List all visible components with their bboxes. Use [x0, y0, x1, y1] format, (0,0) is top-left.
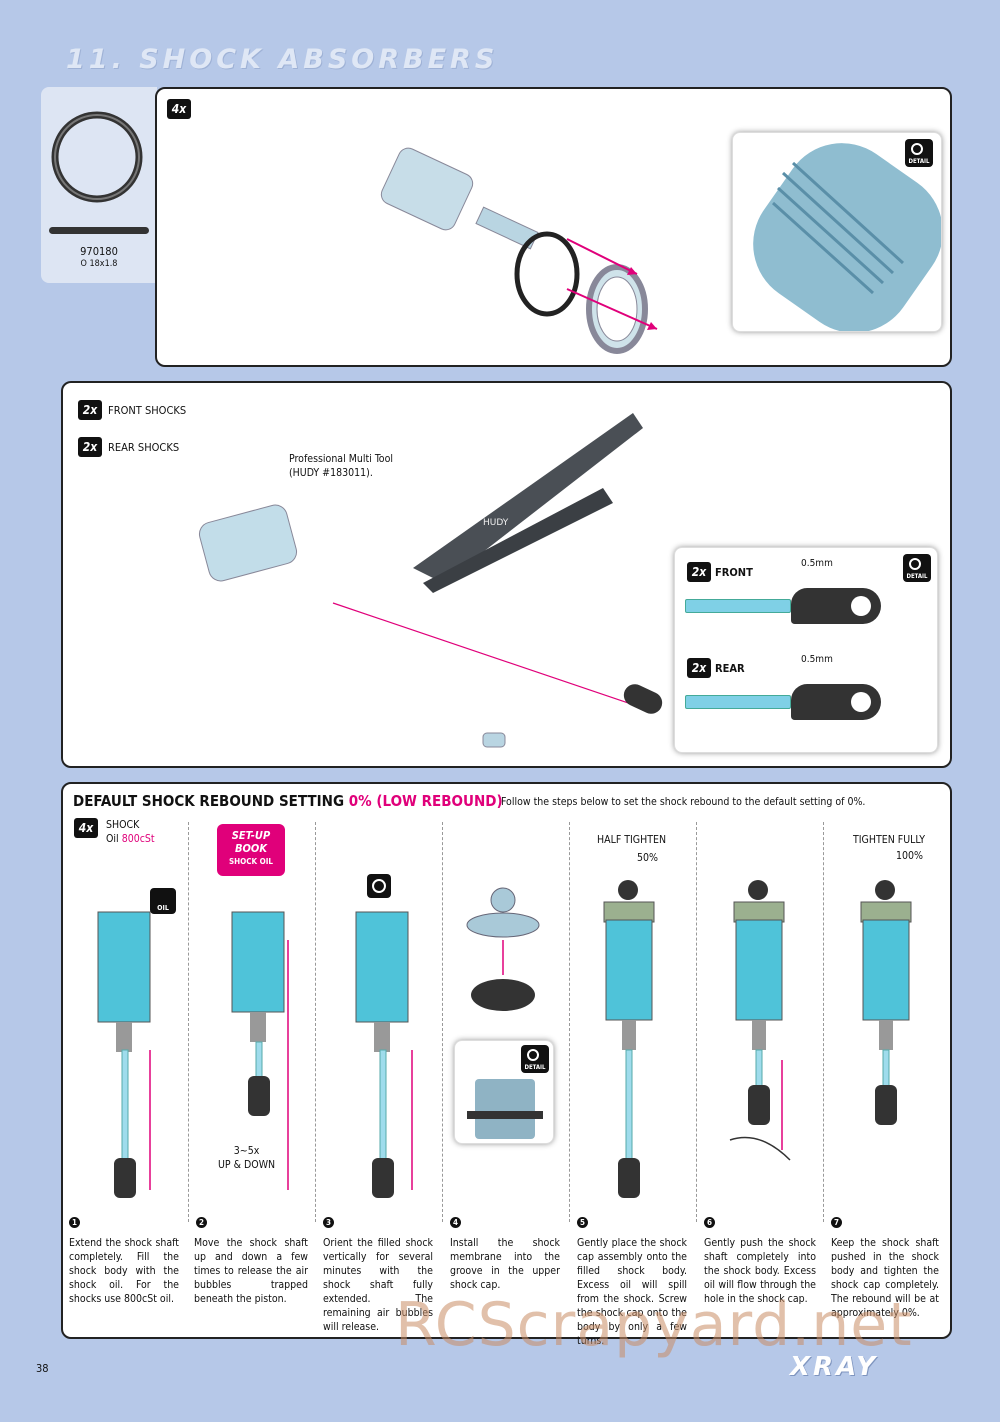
step-text: Install the shock membrane into the groo… — [450, 1237, 560, 1291]
front-shocks-row: 2x FRONT SHOCKS — [78, 400, 186, 420]
qty-badge: 4x — [167, 99, 191, 119]
step-divider — [823, 822, 824, 1222]
shock-collar-panel: 4x DETAIL — [155, 87, 952, 367]
multi-tool-illustration: HUDY — [198, 413, 663, 748]
rear-detail-row: 2x REAR — [687, 658, 745, 678]
oil-bottle-icon: OIL — [150, 888, 176, 914]
step-divider — [188, 822, 189, 1222]
rear-detail-label: REAR — [715, 661, 745, 675]
timer-icon — [367, 874, 391, 898]
half-tighten-label: HALF TIGHTEN — [597, 834, 667, 846]
shock-shaft-panel: 2x FRONT SHOCKS 2x REAR SHOCKS Professio… — [61, 381, 952, 768]
rear-shocks-row: 2x REAR SHOCKS — [78, 437, 179, 457]
updown-label: 3~5x UP & DOWN — [218, 1145, 276, 1171]
brand-logo: XRAY — [790, 1352, 879, 1382]
svg-text:HUDY: HUDY — [483, 518, 509, 528]
collar-detail-illustration — [753, 143, 941, 331]
shock-step1 — [97, 911, 151, 1198]
front-detail-row: 2x FRONT — [687, 562, 753, 582]
step-divider — [442, 822, 443, 1222]
step-number: 6 — [704, 1217, 715, 1228]
step-number: 1 — [69, 1217, 80, 1228]
step-number: 4 — [450, 1217, 461, 1228]
step-text: Extend the shock shaft completely. Fill … — [69, 1237, 179, 1305]
shock-step3 — [355, 911, 413, 1198]
shock-step7 — [860, 880, 912, 1125]
collar-assembly-illustration — [380, 147, 658, 354]
step-text: Keep the shock shaft pushed in the shock… — [831, 1237, 939, 1319]
page-number: 38 — [36, 1362, 49, 1375]
front-detail-label: FRONT — [715, 565, 753, 579]
watermark: RCScrapyard.net — [395, 1290, 913, 1360]
rebound-setting-panel: DEFAULT SHOCK REBOUND SETTING 0% (LOW RE… — [61, 782, 952, 1339]
step-divider — [696, 822, 697, 1222]
qty-badge-front: 2x — [78, 400, 102, 420]
rebound-subtitle: Follow the steps below to set the shock … — [501, 796, 866, 808]
step-number: 2 — [196, 1217, 207, 1228]
tool-label: Professional Multi Tool (HUDY #183011). — [289, 453, 393, 479]
rear-rod-end — [791, 684, 881, 720]
oring-part-card: 970180 O 18x1.8 — [41, 87, 157, 283]
step-text: Move the shock shaft up and down a few t… — [194, 1237, 308, 1305]
step-text: Gently push the shock shaft completely i… — [704, 1237, 816, 1305]
step-number: 7 — [831, 1217, 842, 1228]
front-rod-end — [791, 588, 881, 624]
membrane-detail-box: DETAIL — [454, 1040, 554, 1144]
step-text: Gently place the shock cap assembly onto… — [577, 1237, 687, 1347]
shock-step4 — [466, 887, 540, 1011]
oring-part-desc: O 18x1.8 — [80, 259, 118, 269]
section-title: 11. SHOCK ABSORBERS — [66, 44, 499, 75]
shock-oil-spec: 4x SHOCK Oil 800cSt — [74, 818, 155, 846]
collar-detail-box: DETAIL — [732, 132, 942, 332]
step-divider — [569, 822, 570, 1222]
rod-end-detail-box: DETAIL 2x FRONT 0.5mm 2x REAR 0.5mm — [674, 547, 938, 753]
rebound-title: DEFAULT SHOCK REBOUND SETTING 0% (LOW RE… — [73, 792, 503, 810]
half-tighten-percent: 50% — [637, 852, 658, 864]
shock-steps-illustrations — [97, 880, 912, 1198]
front-shaft — [685, 599, 791, 613]
shock-step6 — [729, 880, 791, 1161]
detail-icon: DETAIL — [521, 1045, 549, 1073]
oring-illustration — [49, 111, 149, 234]
rear-shocks-label: REAR SHOCKS — [108, 440, 180, 454]
rear-gap-label: 0.5mm — [801, 654, 833, 665]
rear-shaft — [685, 695, 791, 709]
detail-icon: DETAIL — [905, 139, 933, 167]
step-number: 3 — [323, 1217, 334, 1228]
qty-badge-rear: 2x — [78, 437, 102, 457]
step-number: 5 — [577, 1217, 588, 1228]
step-divider — [315, 822, 316, 1222]
detail-icon: DETAIL — [903, 554, 931, 582]
shock-step5 — [603, 880, 655, 1198]
step-text: Orient the filled shock vertically for s… — [323, 1237, 433, 1333]
front-gap-label: 0.5mm — [801, 558, 833, 569]
oring-part-number: 970180 — [80, 245, 118, 258]
front-shocks-label: FRONT SHOCKS — [108, 403, 187, 417]
setup-book-badge: SET-UP BOOK SHOCK OIL — [217, 824, 285, 876]
tighten-fully-label: TIGHTEN FULLY — [853, 834, 926, 846]
shock-step2 — [231, 911, 289, 1190]
tighten-fully-percent: 100% — [896, 850, 924, 862]
